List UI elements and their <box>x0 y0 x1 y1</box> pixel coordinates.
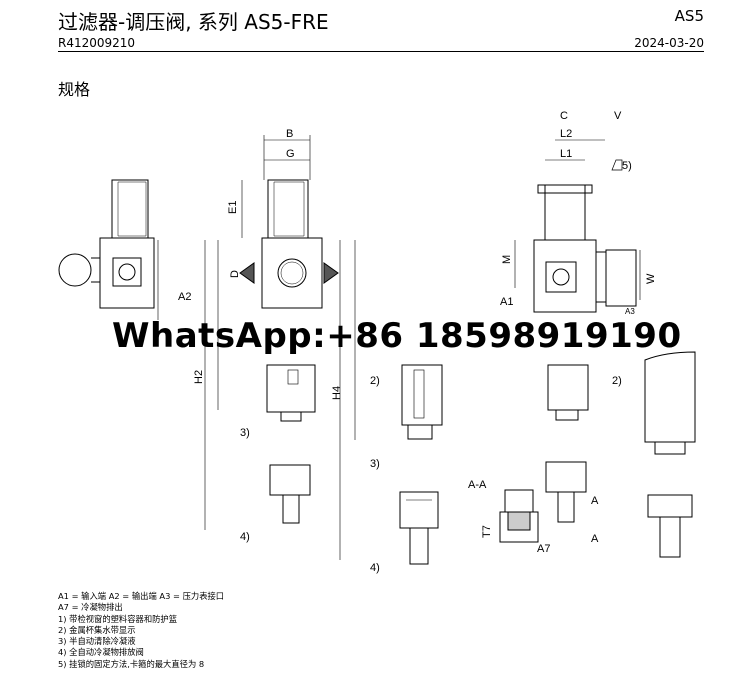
legend-line: 2) 金属杯集水带显示 <box>58 624 136 635</box>
note-5: 5) <box>622 160 632 172</box>
legend-line: 4) 全自动冷凝物排放阀 <box>58 647 144 658</box>
technical-drawing: B G E1 D H2 H4 C V L2 L1 M W A1 A2 A3 A7… <box>58 110 696 574</box>
legend-line: A1 = 输入端 A2 = 输出端 A3 = 压力表接口 <box>58 591 225 601</box>
section-arrow-a-upper: A <box>591 495 599 507</box>
legend-line: 3) 半自动清除冷凝液 <box>58 636 136 647</box>
note-2-center: 2) <box>370 375 380 387</box>
dim-e1: E1 <box>227 201 239 214</box>
dim-d: D <box>229 270 241 278</box>
port-a2: A2 <box>178 291 191 303</box>
legend-line: 1) 带检视窗的塑料容器和防护篮 <box>58 613 178 624</box>
legend-line: A7 = 冷凝物排出 <box>58 602 123 613</box>
part-number: R412009210 <box>58 36 136 50</box>
header-divider <box>58 51 704 52</box>
section-detail-aa <box>499 489 539 543</box>
section-aa-label: A-A <box>468 479 487 491</box>
dim-v: V <box>614 110 622 122</box>
legend-line: 5) 挂锁的固定方法,卡箍的最大直径为 8 <box>58 658 205 669</box>
port-a1: A1 <box>500 296 513 308</box>
dim-g: G <box>286 148 295 160</box>
section-title: 规格 <box>58 80 91 99</box>
dim-c: C <box>560 110 568 122</box>
dim-w: W <box>645 273 657 284</box>
metal-bowl-right <box>644 351 696 558</box>
tall-view-center <box>399 364 443 565</box>
watermark-text: WhatsApp:+86 18598919190 <box>112 316 682 356</box>
document-date: 2024-03-20 <box>634 36 704 50</box>
dim-b: B <box>286 128 293 140</box>
note-3-center: 3) <box>370 458 380 470</box>
series-label: AS5 <box>674 7 704 25</box>
note-4-center: 4) <box>370 562 380 574</box>
page-title: 过滤器-调压阀, 系列 AS5-FRE <box>58 10 329 34</box>
dim-m: M <box>501 255 513 264</box>
port-a7: A7 <box>537 543 550 555</box>
side-view-right <box>533 159 637 523</box>
dim-l2: L2 <box>560 128 572 140</box>
dim-h4: H4 <box>331 386 343 400</box>
legend: A1 = 输入端 A2 = 输出端 A3 = 压力表接口 A7 = 冷凝物排出 … <box>58 591 224 670</box>
dim-t7: T7 <box>481 525 493 538</box>
section-arrow-a-lower: A <box>591 533 599 545</box>
dim-h2: H2 <box>193 370 205 384</box>
note-3-left: 3) <box>240 427 250 439</box>
front-view-center <box>239 179 339 524</box>
side-view-left <box>58 179 159 320</box>
dim-l1: L1 <box>560 148 572 160</box>
note-4-left: 4) <box>240 531 250 543</box>
port-a3: A3 <box>625 307 635 316</box>
note-2-right: 2) <box>612 375 622 387</box>
